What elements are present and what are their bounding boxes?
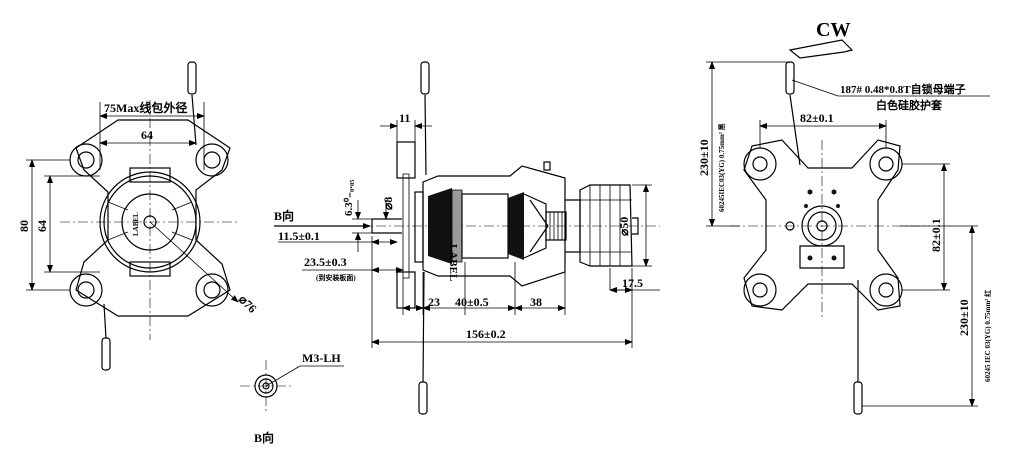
dim-23-label: 23 (428, 295, 440, 309)
dim-38-label: 38 (530, 295, 542, 309)
wire-bottom-label: 60245 IEC 03(YG) 0.75mm² 红 (983, 290, 992, 382)
rear-end-view: CW 187# 0.48*0.8T自锁母端子 白色硅胶护套 82±0.1 (697, 19, 992, 415)
label-text: LABEL (447, 244, 459, 281)
dim-40-label: 40±0.5 (455, 295, 489, 309)
dim-82-v-label: 82±0.1 (929, 218, 943, 252)
dim-17-5-label: 17.5 (622, 276, 643, 290)
dim-230-bottom-label: 230±10 (957, 299, 971, 336)
dim-64-side-label: 64 (35, 220, 49, 232)
dim-156-label: 156±0.2 (466, 327, 506, 341)
detail-view-b: M3-LH B向 (240, 351, 344, 445)
side-view: LABEL 11 6.3⁰₋₀.₀₅ ⌀8 B向 11.5±0.1 (274, 61, 660, 415)
thread-label: M3-LH (302, 351, 341, 365)
dim-80-label: 80 (17, 220, 31, 232)
dim-11-5-label: 11.5±0.1 (278, 229, 320, 243)
terminal-note-2: 白色硅胶护套 (876, 98, 943, 112)
dim-8-label: ⌀8 (381, 197, 395, 210)
dim-76-label: ⌀76 (236, 292, 260, 316)
dim-64-top-label: 64 (141, 128, 153, 142)
cw-label: CW (816, 19, 850, 41)
detail-caption: B向 (254, 430, 274, 445)
dim-230-top-label: 230±10 (697, 139, 711, 176)
dim-82-h-label: 82±0.1 (800, 111, 834, 125)
dim-75-label: 75Max线包外径 (104, 100, 187, 115)
wire-top-label: 60245IEC03(YG) 0.75mm² 黑 (717, 123, 726, 212)
terminal-note-1: 187# 0.48*0.8T自锁母端子 (840, 82, 966, 96)
svg-text:LABEL: LABEL (132, 212, 140, 236)
left-end-view: LABEL 75Max线包外径 64 80 64 ⌀76 (17, 61, 260, 371)
dim-6-3-label: 6.3⁰₋₀.₀₅ (343, 179, 355, 216)
dim-23-5-label: 23.5±0.3 (304, 255, 347, 269)
dim-11-label: 11 (399, 111, 410, 125)
view-b-label: B向 (274, 208, 294, 223)
dim-23-5-note: (到安装板面) (316, 273, 356, 282)
dim-50-label: ⌀50 (617, 217, 631, 236)
